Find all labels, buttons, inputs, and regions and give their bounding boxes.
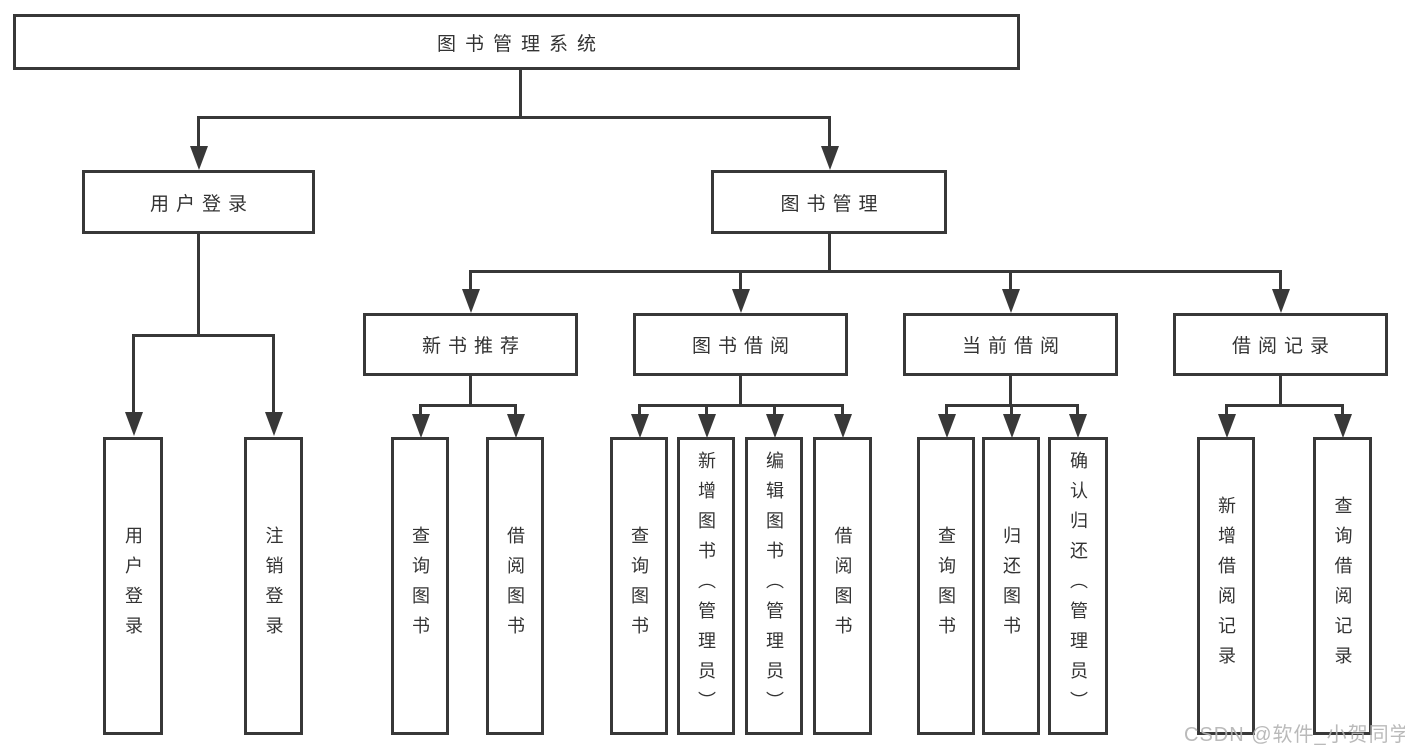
arrowhead-down-icon — [698, 414, 716, 438]
node-book-management-label: 图书管理 — [780, 193, 885, 215]
connector-line — [197, 116, 200, 149]
arrowhead-down-icon — [1069, 414, 1087, 438]
connector-line — [514, 404, 517, 416]
arrowhead-down-icon — [1218, 414, 1236, 438]
connector-line — [773, 404, 776, 416]
leaf-confirm-return-admin: 确认归还（管理员） — [1048, 437, 1108, 735]
connector-line — [828, 116, 831, 149]
arrowhead-down-icon — [462, 289, 480, 313]
leaf-user-login: 用户登录 — [103, 437, 163, 735]
leaf-query-books-current: 查询图书 — [917, 437, 975, 735]
connector-line — [1009, 376, 1012, 407]
arrowhead-down-icon — [125, 412, 143, 436]
connector-line — [132, 334, 275, 337]
arrowhead-down-icon — [631, 414, 649, 438]
connector-line — [1341, 404, 1344, 416]
arrowhead-down-icon — [190, 146, 208, 170]
arrowhead-down-icon — [834, 414, 852, 438]
node-library-system: 图书管理系统 — [13, 14, 1020, 70]
connector-line — [739, 270, 742, 292]
connector-line — [1279, 270, 1282, 292]
node-borrowing-records-label: 借阅记录 — [1231, 336, 1336, 357]
connector-line — [1076, 404, 1079, 416]
arrowhead-down-icon — [821, 146, 839, 170]
csdn-watermark: CSDN @软件_小贺同学 — [1184, 724, 1405, 746]
connector-line — [739, 376, 742, 407]
leaf-logout-label: 注销登录 — [263, 526, 284, 646]
node-borrowing-records: 借阅记录 — [1173, 313, 1388, 376]
connector-line — [419, 404, 422, 416]
arrowhead-down-icon — [412, 414, 430, 438]
leaf-borrow-books-borrowing-label: 借阅图书 — [832, 526, 853, 646]
connector-line — [272, 334, 275, 413]
connector-line — [469, 270, 472, 292]
leaf-add-book-admin-label: 新增图书（管理员） — [696, 451, 716, 721]
node-user-login-label: 用户登录 — [149, 193, 254, 215]
node-user-login: 用户登录 — [82, 170, 315, 234]
leaf-query-books-borrowing: 查询图书 — [610, 437, 668, 735]
leaf-user-login-label: 用户登录 — [123, 526, 143, 646]
connector-line — [1225, 404, 1344, 407]
leaf-edit-book-admin-label: 编辑图书（管理员） — [764, 451, 784, 721]
node-current-borrowing-label: 当前借阅 — [961, 336, 1066, 357]
connector-line — [945, 404, 948, 416]
connector-line — [419, 404, 517, 407]
leaf-query-borrow-record: 查询借阅记录 — [1313, 437, 1372, 735]
connector-line — [469, 270, 1282, 273]
connector-line — [1279, 376, 1282, 407]
connector-line — [197, 116, 831, 119]
leaf-query-books-recommend-label: 查询图书 — [410, 526, 430, 646]
connector-line — [828, 234, 831, 273]
arrowhead-down-icon — [732, 289, 750, 313]
arrowhead-down-icon — [1334, 414, 1352, 438]
arrowhead-down-icon — [938, 414, 956, 438]
connector-line — [841, 404, 844, 416]
leaf-return-book-label: 归还图书 — [1001, 526, 1021, 646]
arrowhead-down-icon — [1002, 289, 1020, 313]
connector-line — [132, 334, 135, 413]
leaf-return-book: 归还图书 — [982, 437, 1040, 735]
leaf-add-book-admin: 新增图书（管理员） — [677, 437, 735, 735]
arrowhead-down-icon — [507, 414, 525, 438]
node-book-borrowing-label: 图书借阅 — [691, 336, 796, 357]
arrowhead-down-icon — [265, 412, 283, 436]
node-book-borrowing: 图书借阅 — [633, 313, 848, 376]
connector-line — [705, 404, 708, 416]
leaf-query-books-recommend: 查询图书 — [391, 437, 449, 735]
leaf-confirm-return-admin-label: 确认归还（管理员） — [1068, 451, 1088, 721]
connector-line — [638, 404, 844, 407]
connector-line — [469, 376, 472, 407]
leaf-borrow-books-recommend: 借阅图书 — [486, 437, 544, 735]
leaf-borrow-books-borrowing: 借阅图书 — [813, 437, 872, 735]
leaf-query-books-borrowing-label: 查询图书 — [629, 526, 649, 646]
node-book-management: 图书管理 — [711, 170, 947, 234]
connector-line — [1225, 404, 1228, 416]
leaf-query-books-current-label: 查询图书 — [936, 526, 956, 646]
connector-line — [1010, 404, 1013, 416]
leaf-edit-book-admin: 编辑图书（管理员） — [745, 437, 803, 735]
arrowhead-down-icon — [1272, 289, 1290, 313]
node-new-book-recommend-label: 新书推荐 — [421, 336, 526, 357]
node-new-book-recommend: 新书推荐 — [363, 313, 578, 376]
leaf-borrow-books-recommend-label: 借阅图书 — [505, 526, 525, 646]
node-library-system-label: 图书管理系统 — [436, 33, 605, 55]
leaf-query-borrow-record-label: 查询借阅记录 — [1332, 496, 1353, 676]
leaf-logout: 注销登录 — [244, 437, 303, 735]
connector-line — [638, 404, 641, 416]
connector-line — [519, 70, 522, 118]
arrowhead-down-icon — [1003, 414, 1021, 438]
connector-line — [197, 234, 200, 337]
node-current-borrowing: 当前借阅 — [903, 313, 1118, 376]
arrowhead-down-icon — [766, 414, 784, 438]
leaf-add-borrow-record-label: 新增借阅记录 — [1216, 496, 1236, 676]
connector-line — [1009, 270, 1012, 292]
leaf-add-borrow-record: 新增借阅记录 — [1197, 437, 1255, 735]
